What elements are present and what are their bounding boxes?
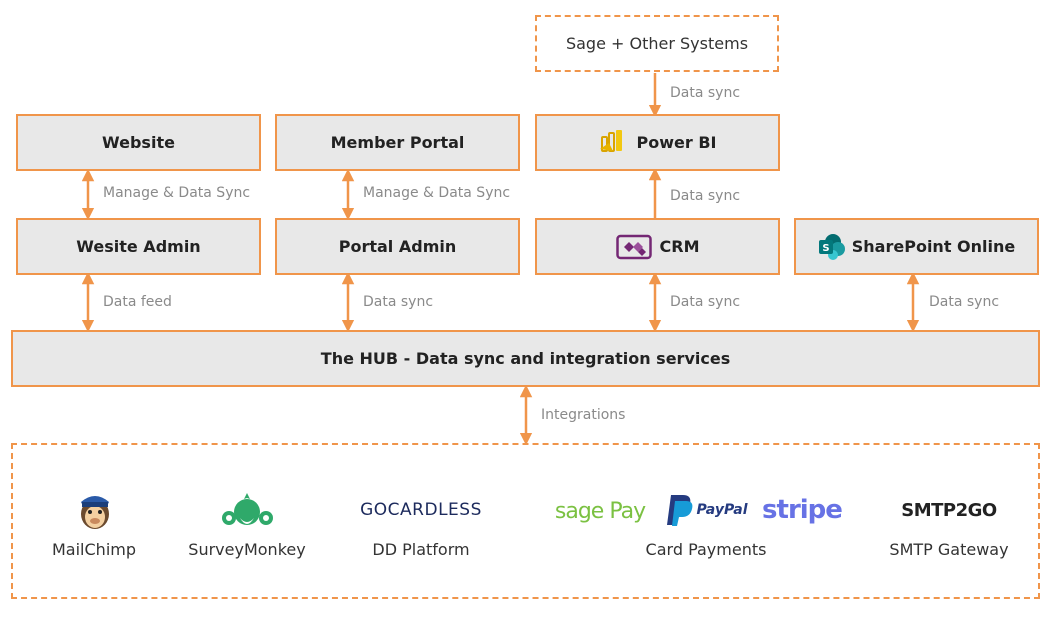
- website-admin-box: Wesite Admin: [16, 218, 261, 275]
- mailchimp-caption: MailChimp: [52, 540, 136, 559]
- sharepoint-label: SharePoint Online: [851, 237, 1016, 256]
- website-label: Website: [102, 133, 175, 152]
- smtp2go-logo-text: SMTP2GO: [901, 499, 997, 521]
- paypal-logo: PayPal: [662, 492, 752, 528]
- integrations-container: [11, 443, 1040, 599]
- sage-other-systems-box: Sage + Other Systems: [535, 15, 779, 72]
- paypal-icon: [667, 495, 693, 526]
- mailchimp-logo: [72, 488, 118, 532]
- portal-admin-label: Portal Admin: [338, 237, 457, 256]
- crm-box: CRM: [535, 218, 780, 275]
- sage-sync-label: Data sync: [670, 85, 741, 101]
- crm-icon: [615, 234, 652, 260]
- power-bi-label: Power BI: [636, 133, 717, 152]
- website-admin-link-label: Data feed: [103, 294, 172, 310]
- crm-link-label: Data sync: [670, 294, 741, 310]
- smtp2go-logo: SMTP2GO: [898, 494, 1000, 526]
- gocardless-logo: GOCARDLESS: [358, 498, 484, 522]
- website-link-label: Manage & Data Sync: [103, 185, 251, 201]
- stripe-logo-text: stripe: [762, 495, 843, 525]
- portal-admin-link-label: Data sync: [363, 294, 434, 310]
- crm-powerbi-link-label: Data sync: [670, 188, 741, 204]
- portal-link-label: Manage & Data Sync: [363, 185, 511, 201]
- sharepoint-icon: S: [818, 233, 846, 261]
- member-portal-box: Member Portal: [275, 114, 520, 171]
- surveymonkey-logo: [220, 490, 275, 530]
- surveymonkey-icon: [222, 493, 273, 525]
- power-bi-icon: [599, 129, 629, 157]
- sage-other-systems-label: Sage + Other Systems: [565, 34, 749, 53]
- website-admin-label: Wesite Admin: [76, 237, 201, 256]
- sagepay-logo: sage Pay: [552, 496, 648, 526]
- smtp-gateway-caption: SMTP Gateway: [889, 540, 1009, 559]
- hub-title: The HUB - Data sync and integration serv…: [320, 349, 731, 368]
- paypal-logo-text: PayPal: [696, 502, 748, 518]
- stripe-logo: stripe: [762, 494, 843, 526]
- mailchimp-icon: [81, 496, 109, 529]
- portal-admin-box: Portal Admin: [275, 218, 520, 275]
- svg-text:S: S: [822, 243, 829, 254]
- sharepoint-link-label: Data sync: [929, 294, 1000, 310]
- member-portal-label: Member Portal: [330, 133, 465, 152]
- crm-label: CRM: [659, 237, 700, 256]
- gocardless-logo-text: GOCARDLESS: [360, 500, 482, 520]
- hub-box: The HUB - Data sync and integration serv…: [11, 330, 1040, 387]
- integrations-label: Integrations: [541, 407, 626, 423]
- sharepoint-box: S SharePoint Online: [794, 218, 1039, 275]
- card-payments-caption: Card Payments: [645, 540, 767, 559]
- sagepay-logo-text: sage Pay: [554, 498, 646, 524]
- dd-platform-caption: DD Platform: [372, 540, 470, 559]
- website-box: Website: [16, 114, 261, 171]
- surveymonkey-caption: SurveyMonkey: [188, 540, 306, 559]
- power-bi-box: Power BI: [535, 114, 780, 171]
